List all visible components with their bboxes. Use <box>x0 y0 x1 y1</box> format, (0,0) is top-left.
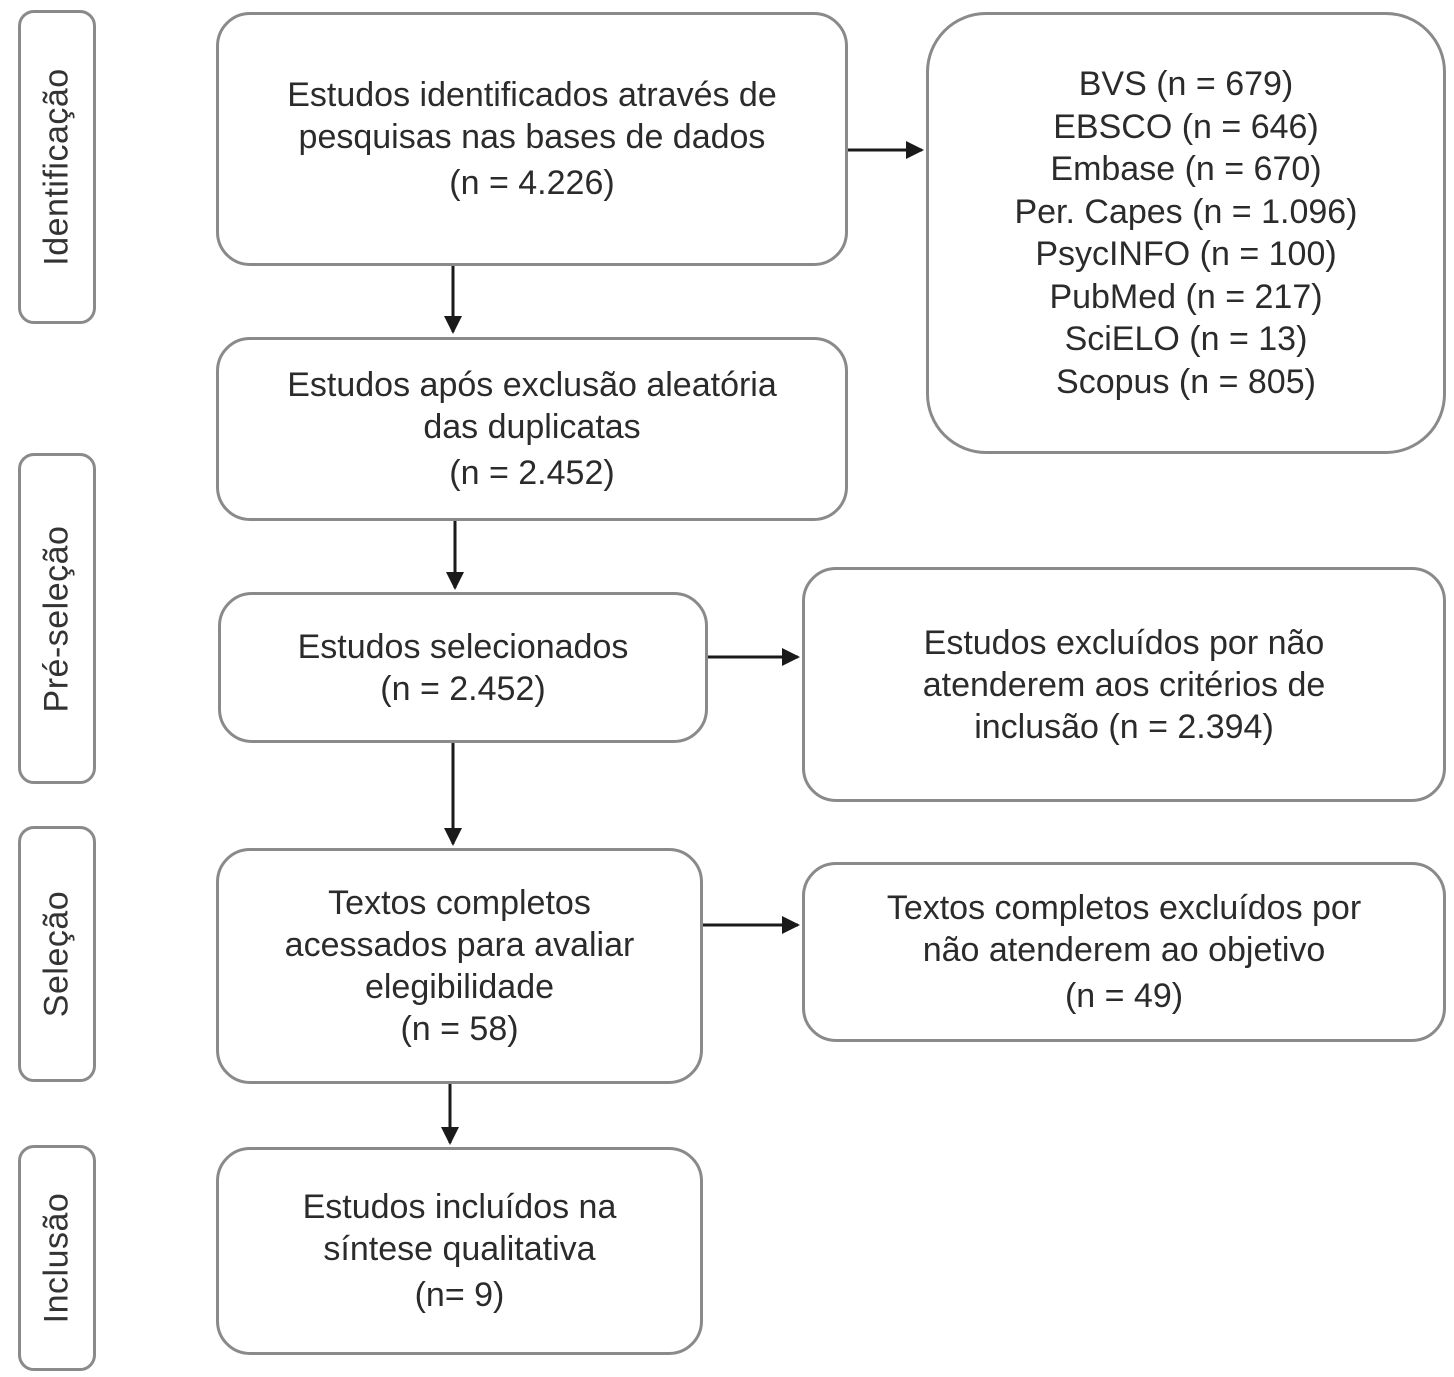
box-line: das duplicatas <box>423 408 641 446</box>
box-line: Estudos selecionados <box>297 627 629 666</box>
stage-identificacao: Identificação <box>18 10 96 324</box>
box-line: (n = 2.452) <box>449 454 615 492</box>
box-line: acessados para avaliar <box>284 926 635 964</box>
box-line: (n = 2.452) <box>380 669 546 708</box>
box-line: (n= 9) <box>414 1276 505 1314</box>
arrowhead-selected <box>446 572 464 590</box>
box-identified: Estudos identificados através de pesquis… <box>216 12 848 266</box>
stage-inclusao: Inclusão <box>18 1145 96 1371</box>
database-item: Scopus (n = 805) <box>1056 362 1316 401</box>
box-line: pesquisas nas bases de dados <box>298 118 766 156</box>
box-line: Estudos excluídos por não <box>923 623 1325 662</box>
database-item: PubMed (n = 217) <box>1049 277 1323 316</box>
box-line: (n = 4.226) <box>449 164 615 202</box>
arrowhead-fulltexts <box>444 828 462 846</box>
database-item: PsycINFO (n = 100) <box>1035 235 1337 273</box>
box-full-texts: Textos completos acessados para avaliar … <box>216 848 703 1084</box>
box-line: Textos completos <box>328 884 591 922</box>
box-line: inclusão (n = 2.394) <box>974 707 1274 746</box>
box-line: Estudos incluídos na <box>302 1188 617 1226</box>
stage-pre-selecao: Pré-seleção <box>18 453 96 784</box>
arrowhead-excluded-objective <box>782 916 800 934</box>
box-databases: BVS (n = 679) EBSCO (n = 646) Embase (n … <box>926 12 1446 454</box>
box-line: Estudos após exclusão aleatória <box>287 366 777 404</box>
box-excluded-criteria: Estudos excluídos por não atenderem aos … <box>802 567 1446 802</box>
database-item: BVS (n = 679) <box>1078 65 1294 103</box>
box-selected: Estudos selecionados (n = 2.452) <box>218 592 708 743</box>
stage-selecao: Seleção <box>18 826 96 1082</box>
box-included: Estudos incluídos na síntese qualitativa… <box>216 1147 703 1355</box>
arrowhead-included <box>441 1127 459 1145</box>
database-item: Embase (n = 670) <box>1050 150 1322 188</box>
box-line: síntese qualitativa <box>323 1230 596 1268</box>
box-line: Estudos identificados através de <box>287 76 777 114</box>
arrowhead-duplicates <box>444 316 462 334</box>
box-line: elegibilidade <box>364 968 555 1006</box>
box-line: não atenderem ao objetivo <box>922 931 1326 969</box>
database-item: Per. Capes (n = 1.096) <box>1014 192 1358 231</box>
box-line: atenderem aos critérios de <box>922 665 1326 704</box>
box-excluded-objective: Textos completos excluídos por não atend… <box>802 862 1446 1042</box>
arrowhead-databases <box>906 141 924 159</box>
box-line: Textos completos excluídos por <box>886 889 1362 927</box>
database-item: SciELO (n = 13) <box>1064 320 1308 358</box>
arrowhead-excluded-criteria <box>782 648 800 666</box>
box-after-duplicates: Estudos após exclusão aleatória das dupl… <box>216 337 848 521</box>
database-item: EBSCO (n = 646) <box>1053 107 1319 146</box>
box-line: (n = 58) <box>400 1010 519 1048</box>
box-line: (n = 49) <box>1064 977 1184 1015</box>
